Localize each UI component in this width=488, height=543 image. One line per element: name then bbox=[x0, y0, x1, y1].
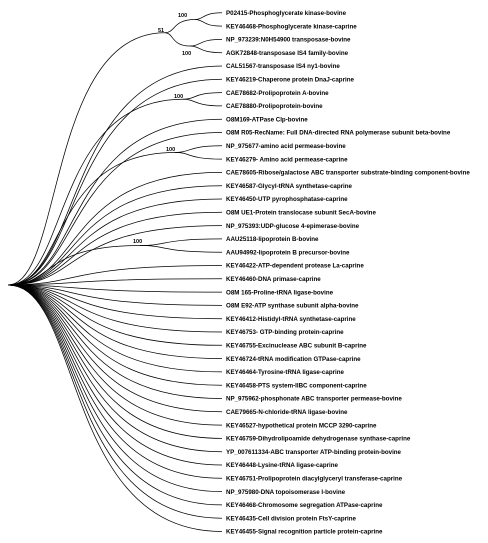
support-value: 100 bbox=[182, 51, 191, 57]
leaf-label: AAU25118-lipoprotein B-bovine bbox=[226, 236, 319, 243]
tree-branch bbox=[7, 185, 223, 286]
leaf-label: NP_975677-amino acid permease-bovine bbox=[226, 143, 346, 150]
tree-branch bbox=[7, 211, 223, 286]
leaf-label: KEY46460-DNA primase-caprine bbox=[226, 276, 321, 283]
tree-branch bbox=[7, 284, 223, 506]
support-value: 51 bbox=[158, 28, 164, 34]
leaf-label: NP_975962-phosphonate ABC transporter pe… bbox=[226, 396, 402, 403]
leaf-label: O8M R05-RecName: Full DNA-directed RNA p… bbox=[226, 130, 451, 137]
leaf-label: KEY46587-Glycyl-tRNA synthetase-caprine bbox=[226, 183, 353, 190]
tree-branch bbox=[7, 284, 223, 519]
tree-branch bbox=[7, 245, 141, 286]
tree-branch bbox=[189, 45, 223, 54]
tree-branch bbox=[7, 284, 223, 426]
tree-branch bbox=[7, 284, 223, 479]
support-value: 100 bbox=[166, 147, 175, 153]
tree-branch bbox=[7, 284, 223, 346]
tree-branch bbox=[7, 278, 223, 286]
tree-branch bbox=[7, 284, 223, 293]
tree-branch bbox=[7, 198, 223, 286]
leaf-label: O8M E92-ATP synthase subunit alpha-bovin… bbox=[226, 303, 359, 310]
support-value: 100 bbox=[174, 94, 183, 100]
support-value: 100 bbox=[133, 239, 142, 245]
leaf-label: KEY46450-UTP pyrophosphatase-caprine bbox=[226, 196, 348, 203]
tree-branch bbox=[7, 284, 223, 306]
leaf-label: KEY46455-Signal recognition particle pro… bbox=[226, 529, 383, 536]
leaf-label: CAL51567-transposase IS4 ny1-bovine bbox=[226, 63, 340, 70]
leaf-label: CAE78605-Ribose/galactose ABC transporte… bbox=[226, 170, 470, 177]
leaf-label: KEY46448-Lysine-tRNA ligase-caprine bbox=[226, 462, 339, 469]
leaf-label: KEY46464-Tyrosine-tRNA ligase-caprine bbox=[226, 369, 345, 376]
tree-branch bbox=[7, 284, 223, 466]
support-value: 100 bbox=[178, 13, 187, 19]
leaf-label: NP_975393:UDP-glucose 4-epimerase-bovine bbox=[226, 223, 360, 230]
leaf-label: KEY46724-tRNA modification GTPase-caprin… bbox=[226, 356, 361, 363]
tree-branch bbox=[164, 19, 196, 34]
leaf-label: CAE78682-Prolipoprotein A-bovine bbox=[226, 90, 329, 97]
tree-branch bbox=[7, 284, 223, 399]
tree-branch bbox=[7, 132, 223, 286]
tree-branch bbox=[139, 238, 223, 246]
leaf-label: AAU94992-lipoprotein B precursor-bovine bbox=[226, 249, 350, 256]
leaf-label: KEY46753- GTP-binding protein-caprine bbox=[226, 329, 344, 336]
tree-branch bbox=[7, 152, 176, 286]
tree-branch bbox=[174, 145, 223, 153]
tree-branch bbox=[7, 284, 223, 413]
tree-branch bbox=[194, 19, 223, 27]
tree-branch bbox=[7, 284, 223, 320]
tree-branch bbox=[7, 284, 223, 532]
leaf-label: NP_973239:N0H54900 transposase-bovine bbox=[226, 37, 351, 44]
bootstrap-values: 100 51 100 100 100 100 bbox=[133, 13, 191, 245]
tree-branch bbox=[194, 12, 223, 20]
leaf-label: KEY46422-ATP-dependent protease La-capri… bbox=[226, 263, 364, 270]
leaf-label: O8M 165-Proline-tRNA ligase-bovine bbox=[226, 289, 334, 296]
leaf-label: KEY46435-Cell division protein FtsY-capr… bbox=[226, 515, 357, 522]
leaf-label: CAE78880-Prolipoprotein-bovine bbox=[226, 103, 323, 110]
leaf-label: O8M UE1-Protein translocase subunit SecA… bbox=[226, 210, 376, 217]
tree-branch bbox=[139, 245, 223, 253]
tree-branch bbox=[7, 78, 223, 286]
tree-branch bbox=[174, 152, 223, 160]
tree-branch bbox=[7, 284, 223, 439]
leaf-label: P02415-Phosphoglycerate kinase-bovine bbox=[226, 10, 347, 17]
tree-branch bbox=[7, 225, 223, 286]
leaf-label: CAE79665-N-chloride-tRNA ligase-bovine bbox=[226, 409, 348, 416]
leaf-label: KEY46468-Chromosome segregation ATPase-c… bbox=[226, 502, 383, 509]
leaf-label: KEY46468-Phosphoglycerate kinase-caprine bbox=[226, 23, 357, 30]
tree-branches bbox=[7, 12, 223, 532]
leaf-label: NP_975980-DNA topoisomerase I-bovine bbox=[226, 489, 346, 496]
tree-branch bbox=[7, 284, 223, 492]
tree-branch bbox=[7, 284, 223, 386]
leaf-label: KEY46755-Excinuclease ABC subunit B-capr… bbox=[226, 343, 367, 350]
tree-branch bbox=[7, 98, 184, 286]
leaf-label: KEY46759-Dihydrolipoamide dehydrogenase … bbox=[226, 436, 411, 443]
tree-branch bbox=[7, 32, 166, 286]
leaf-label: KEY46412-Histidyl-tRNA synthetase-caprin… bbox=[226, 316, 356, 323]
leaf-label: KEY46279- Amino acid permease-caprine bbox=[226, 156, 348, 163]
tree-branch bbox=[7, 284, 223, 453]
leaf-label: AGK72848-transposase IS4 family-bovine bbox=[226, 50, 349, 57]
leaf-label: KEY46751-Prolipoprotein diacylglyceryl t… bbox=[226, 476, 403, 483]
tree-branch bbox=[189, 39, 223, 47]
tree-branch bbox=[7, 65, 223, 286]
tree-branch bbox=[182, 92, 223, 100]
tree-branch bbox=[164, 32, 191, 47]
tree-branch bbox=[7, 265, 223, 286]
tree-branch bbox=[7, 284, 223, 373]
leaf-label: YP_007611334-ABC transporter ATP-binding… bbox=[226, 449, 402, 456]
leaf-label: KEY46458-PTS system-IIBC component-capri… bbox=[226, 382, 367, 389]
leaf-label: KEY46219-Chaperone protein DnaJ-caprine bbox=[226, 77, 354, 84]
tree-branch bbox=[7, 284, 223, 333]
leaf-labels: P02415-Phosphoglycerate kinase-bovine KE… bbox=[226, 10, 470, 536]
tree-branch bbox=[7, 284, 223, 359]
tree-branch bbox=[182, 98, 223, 107]
leaf-label: KEY46527-hypothetical protein MCCP 3290-… bbox=[226, 422, 377, 429]
leaf-label: O8M169-ATPase Clp-bovine bbox=[226, 116, 308, 123]
tree-branch bbox=[7, 118, 223, 286]
